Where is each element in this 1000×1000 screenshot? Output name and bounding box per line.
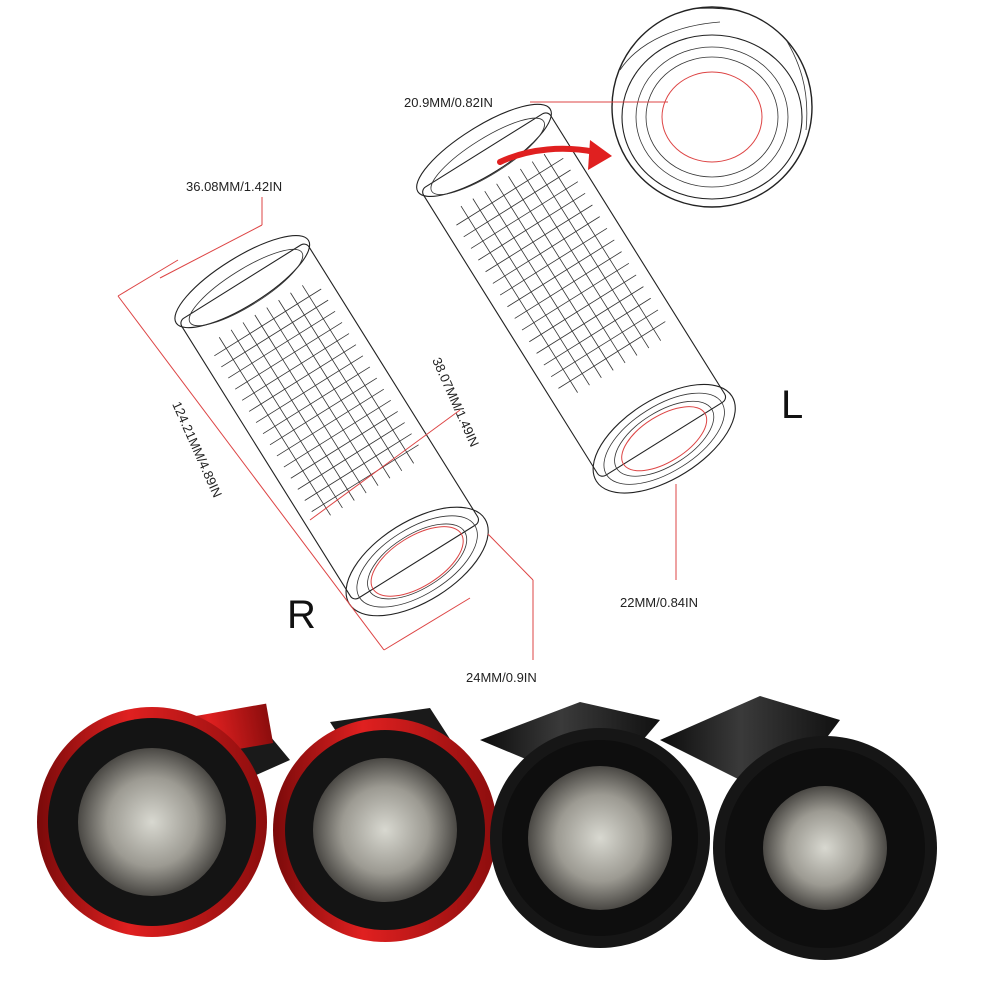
product-photo bbox=[0, 690, 1000, 1000]
grip-photo-red-1 bbox=[37, 703, 290, 937]
grip-texture-line bbox=[283, 399, 391, 468]
grip-texture-line bbox=[311, 444, 419, 512]
grip-texture-line bbox=[290, 411, 398, 479]
grip-texture-line bbox=[269, 377, 378, 446]
grip-photo-black-2 bbox=[660, 696, 937, 960]
grip-texture-line bbox=[276, 388, 385, 457]
grip-texture-line bbox=[456, 158, 564, 226]
middle-diameter-label: 38.07MM/1.49IN bbox=[429, 355, 482, 449]
callout-arrow bbox=[497, 140, 612, 170]
grip-texture-line bbox=[470, 181, 579, 249]
grip-texture-line bbox=[536, 286, 644, 354]
grip-texture-line bbox=[228, 310, 336, 379]
right-grip-drawing bbox=[174, 234, 489, 617]
left-inner-diameter-label: 22MM/0.84IN bbox=[620, 595, 698, 610]
grip-texture-line bbox=[529, 274, 637, 343]
grip-photo-black-1 bbox=[480, 702, 710, 948]
grip-texture-line bbox=[248, 344, 357, 412]
grip-texture-line bbox=[221, 299, 329, 368]
grip-texture-line bbox=[297, 422, 405, 490]
right-inner-diameter-label: 24MM/0.9IN bbox=[466, 670, 537, 685]
right-side-label: R bbox=[287, 593, 316, 637]
grip-texture-line bbox=[499, 227, 608, 296]
grip-texture-line bbox=[255, 355, 364, 423]
left-side-label: L bbox=[781, 383, 803, 427]
grip-texture-line bbox=[262, 366, 371, 435]
grip-texture-line bbox=[492, 216, 600, 284]
grip-texture-line bbox=[514, 251, 622, 319]
dimension-lines bbox=[117, 101, 677, 660]
grip-texture-line bbox=[485, 204, 593, 273]
grip-texture-line bbox=[543, 297, 651, 366]
grip-texture-line bbox=[521, 262, 630, 331]
detail-callout bbox=[611, 6, 813, 208]
grip-texture-line bbox=[507, 239, 615, 308]
inner-diameter-detail-label: 20.9MM/0.82IN bbox=[404, 95, 493, 110]
grip-texture-line bbox=[241, 333, 350, 401]
grip-texture-line bbox=[550, 309, 659, 378]
grip-texture-line bbox=[478, 192, 586, 261]
grip-texture-line bbox=[558, 321, 666, 389]
grip-texture-line bbox=[463, 169, 571, 238]
grip-texture-line bbox=[304, 433, 412, 501]
length-label: 124.21MM/4.89IN bbox=[169, 399, 225, 500]
grip-texture-line bbox=[214, 288, 322, 357]
grip-texture-line bbox=[234, 322, 343, 390]
left-grip-drawing bbox=[416, 103, 736, 494]
grip-photo-red-2 bbox=[273, 708, 497, 942]
end-outer-diameter-label: 36.08MM/1.42IN bbox=[186, 179, 282, 194]
